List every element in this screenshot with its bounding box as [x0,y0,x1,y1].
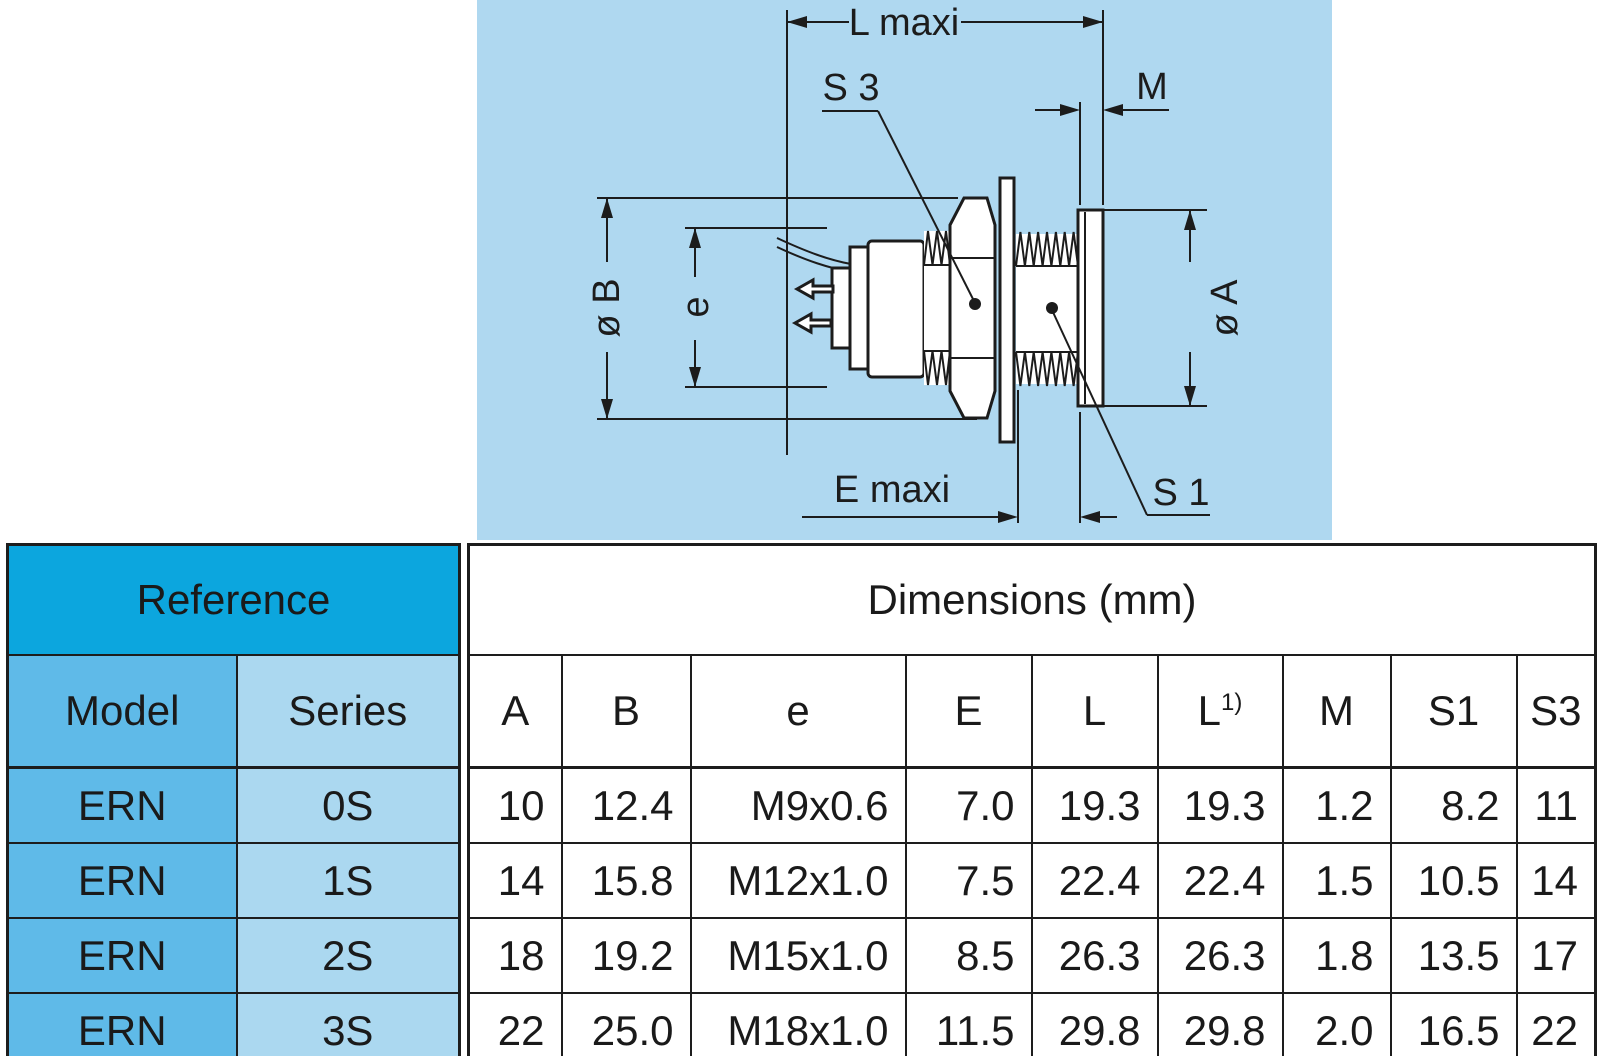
column-header-e: e [689,654,907,769]
value-b: 15.8 [560,842,692,919]
model-cell: ERN [6,842,238,919]
leader-s1: S 1 [1046,302,1210,516]
value-a: 10 [467,766,563,844]
rear-thread-section [923,230,951,386]
dim-label-dia-a: ø A [1204,279,1246,337]
value-l1: 22.4 [1156,842,1284,919]
dim-label-s1: S 1 [1152,472,1209,514]
dimensions-header-cell: Dimensions (mm) [467,543,1597,656]
column-header-l1-sup: 1) [1221,689,1243,716]
column-header-s1: S1 [1389,654,1518,769]
series-cell: 0S [235,766,461,844]
value-e: M18x1.0 [689,992,907,1056]
dim-label-s3: S 3 [822,67,879,109]
value-a: 14 [467,842,563,919]
reference-header-table: Reference Model Series [6,543,461,769]
value-l1: 19.3 [1156,766,1284,844]
rear-collar [848,245,870,371]
value-a: 18 [467,917,563,994]
leader-s3: S 3 [822,67,981,310]
value-s3: 22 [1515,992,1597,1056]
value-l: 19.3 [1030,766,1159,844]
drawing-panel: L maxi M ø B [477,0,1332,540]
dimensions-header-table: Dimensions (mm) A B e E L L1) M S1 S3 [467,543,1598,769]
reference-body-table: ERN 0S ERN 1S ERN 2S ERN 3S [6,766,461,1056]
table-row: 18 19.2 M15x1.0 8.5 26.3 26.3 1.8 13.5 1… [467,917,1597,994]
table-row: 22 25.0 M18x1.0 11.5 29.8 29.8 2.0 16.5 … [467,992,1597,1056]
value-e: M9x0.6 [689,766,907,844]
dimension-m: M [1035,66,1169,116]
panel-plate [998,176,1016,444]
value-l1: 29.8 [1156,992,1284,1056]
value-s1: 13.5 [1389,917,1518,994]
model-cell: ERN [6,917,238,994]
value-l1: 26.3 [1156,917,1284,994]
column-header-l1-base: L [1197,687,1221,734]
column-header-a: A [467,654,563,769]
value-l: 22.4 [1030,842,1159,919]
extension-lines [597,10,1207,523]
value-e: M12x1.0 [689,842,907,919]
value-m: 1.8 [1281,917,1392,994]
value-a: 22 [467,992,563,1056]
dimension-dia-b: ø B [586,198,628,419]
series-cell: 3S [235,992,461,1056]
contact-pin-top [793,277,835,301]
value-s1: 10.5 [1389,842,1518,919]
value-e: M15x1.0 [689,917,907,994]
series-cell: 2S [235,917,461,994]
table-row: 14 15.8 M12x1.0 7.5 22.4 22.4 1.5 10.5 1… [467,842,1597,919]
dim-label-dia-b: ø B [586,278,628,337]
value-E: 7.0 [904,766,1033,844]
contact-pin-bottom [791,311,833,335]
reference-header-cell: Reference [6,543,461,656]
column-header-b: B [560,654,692,769]
value-s1: 16.5 [1389,992,1518,1056]
value-l: 26.3 [1030,917,1159,994]
value-m: 1.5 [1281,842,1392,919]
table-row: ERN 1S [6,842,461,919]
column-header-E: E [904,654,1033,769]
model-header-cell: Model [6,654,238,769]
value-b: 25.0 [560,992,692,1056]
connector-dimension-diagram: L maxi M ø B [586,2,1246,523]
dimension-dia-a: ø A [1184,210,1246,406]
dim-label-e: e [675,296,717,317]
value-m: 2.0 [1281,992,1392,1056]
column-header-l: L [1030,654,1159,769]
dimension-e-maxi: E maxi [802,469,1117,523]
dimensions-body-table: 10 12.4 M9x0.6 7.0 19.3 19.3 1.2 8.2 11 … [467,766,1597,1056]
dim-label-m: M [1136,66,1168,108]
table-row: ERN 3S [6,992,461,1056]
value-s3: 14 [1515,842,1597,919]
value-s1: 8.2 [1389,766,1518,844]
column-header-m: M [1281,654,1392,769]
connector-body [866,239,926,379]
value-s3: 11 [1515,766,1597,844]
series-cell: 1S [235,842,461,919]
dimension-l-maxi: L maxi [787,2,1103,44]
table-row: ERN 2S [6,917,461,994]
value-b: 19.2 [560,917,692,994]
model-cell: ERN [6,766,238,844]
value-l: 29.8 [1030,992,1159,1056]
column-header-s3: S3 [1515,654,1597,769]
value-E: 8.5 [904,917,1033,994]
table-row: ERN 0S [6,766,461,844]
value-E: 11.5 [904,992,1033,1056]
column-header-l1: L1) [1156,654,1284,769]
dim-label-l-maxi: L maxi [849,2,960,44]
value-m: 1.2 [1281,766,1392,844]
value-s3: 17 [1515,917,1597,994]
front-flange [1076,208,1105,408]
dimension-e: e [675,228,717,387]
value-E: 7.5 [904,842,1033,919]
table-row: 10 12.4 M9x0.6 7.0 19.3 19.3 1.2 8.2 11 [467,766,1597,844]
series-header-cell: Series [235,654,461,769]
dim-label-e-maxi: E maxi [834,469,950,511]
value-b: 12.4 [560,766,692,844]
model-cell: ERN [6,992,238,1056]
